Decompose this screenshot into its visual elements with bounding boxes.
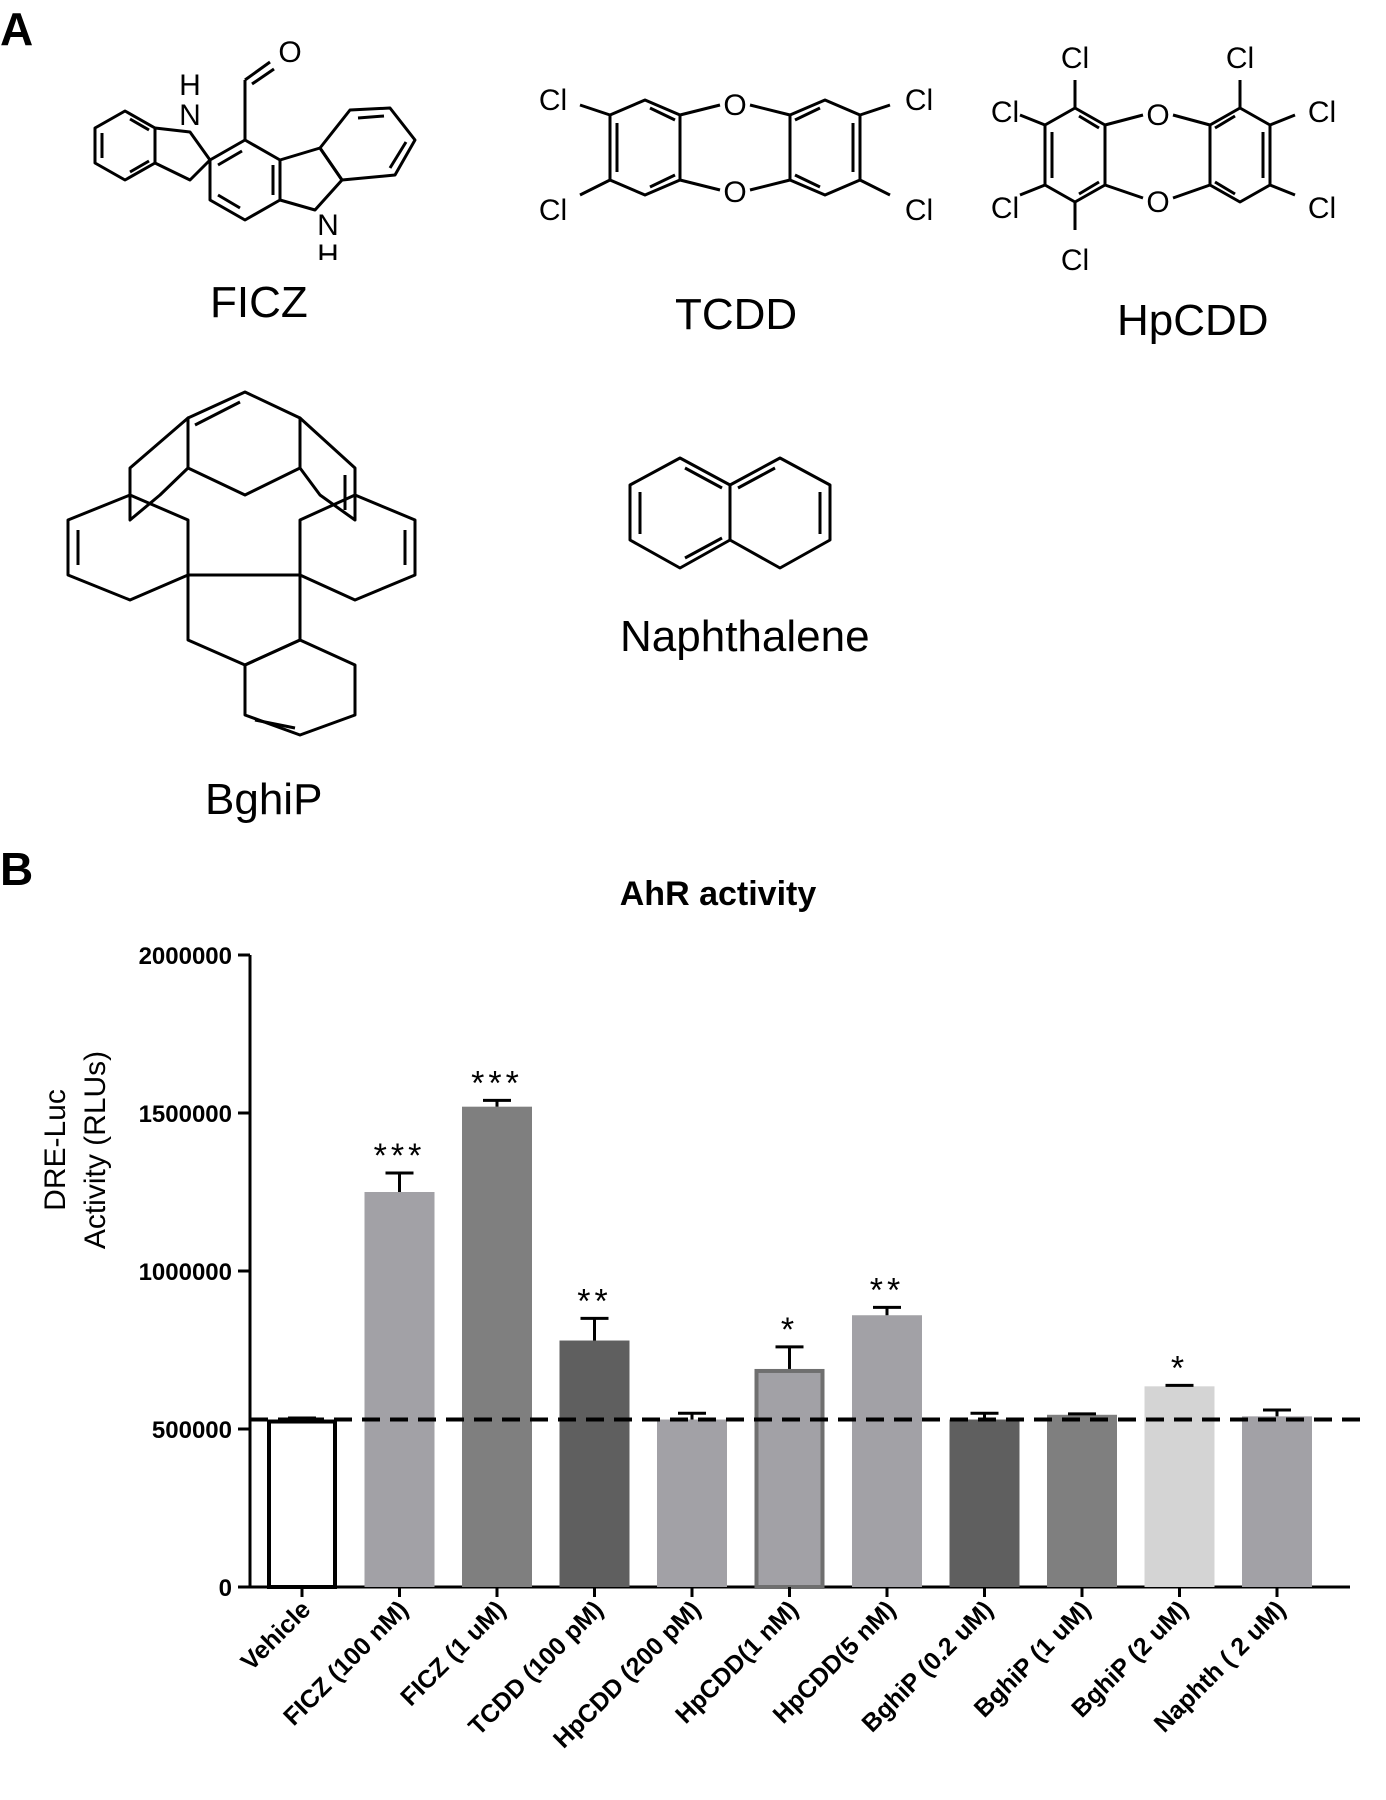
significance-label: ** [870,1271,904,1309]
ficz-o: O [278,36,301,69]
panel-letter-b: B [0,843,34,895]
ficz-structure: N H N H O [93,36,417,260]
bar [559,1340,630,1587]
molecule-label-naphthalene: Naphthalene [620,612,870,661]
ficz-h-top: H [179,69,201,102]
ficz-n-bottom: N [317,209,339,242]
ahr-activity-chart: AhR activity DRE-Luc Activity (RLUs) 0 50… [39,875,1370,1754]
hpcdd-cl-4: Cl [991,192,1019,225]
y-axis-label-line-1: DRE-Luc [39,1089,72,1211]
hpcdd-cl-7: Cl [1061,244,1089,277]
hpcdd-cl-5: Cl [1308,96,1336,129]
hpcdd-cl-3: Cl [991,96,1019,129]
bghip-structure [66,390,417,737]
tcdd-structure: O O Cl Cl Cl Cl [539,84,933,227]
tcdd-cl-1: Cl [539,84,567,117]
y-tick-label: 1500000 [139,1101,232,1128]
bar [267,1419,337,1590]
bar [657,1419,727,1587]
significance-label: *** [471,1064,523,1102]
bar [1144,1386,1215,1587]
bar [754,1368,825,1589]
tcdd-o-top: O [723,89,746,122]
y-axis-label-line-2: Activity (RLUs) [79,1051,112,1249]
bar [1047,1414,1117,1587]
y-tick-label: 1000000 [139,1259,232,1286]
significance-label: * [781,1311,798,1349]
hpcdd-cl-2: Cl [1226,42,1254,75]
tcdd-cl-3: Cl [905,84,933,117]
significance-label: * [1171,1349,1188,1387]
hpcdd-cl-1: Cl [1061,42,1089,75]
ficz-n-top: N [179,99,201,132]
y-tick-label: 2000000 [139,943,232,970]
hpcdd-structure: O O Cl Cl Cl Cl Cl Cl Cl [991,42,1336,277]
tcdd-cl-2: Cl [539,194,567,227]
chart-title: AhR activity [620,875,817,913]
ficz-h-bottom: H [317,239,339,260]
y-axis-label: DRE-Luc Activity (RLUs) [39,1051,112,1249]
naphthalene-structure [628,456,832,570]
y-tick-label: 0 [219,1575,232,1602]
hpcdd-o-bottom: O [1146,186,1169,219]
hpcdd-cl-6: Cl [1308,192,1336,225]
molecule-label-hpcdd: HpCDD [1117,296,1269,345]
bar [1242,1416,1312,1587]
molecule-label-tcdd: TCDD [675,290,798,339]
bar [949,1419,1020,1587]
significance-label: ** [577,1282,611,1320]
molecule-label-ficz: FICZ [210,278,308,327]
x-tick-label: Vehicle [236,1595,317,1676]
y-tick-label: 500000 [152,1417,232,1444]
bar [462,1106,532,1587]
panel-letter-a: A [0,3,34,55]
significance-label: *** [374,1137,426,1175]
bars: ************ [250,1064,1370,1590]
hpcdd-o-top: O [1146,99,1169,132]
tcdd-o-bottom: O [723,176,746,209]
bar [852,1315,922,1587]
tcdd-cl-4: Cl [905,194,933,227]
molecule-label-bghip: BghiP [205,775,323,824]
bar [364,1192,435,1587]
